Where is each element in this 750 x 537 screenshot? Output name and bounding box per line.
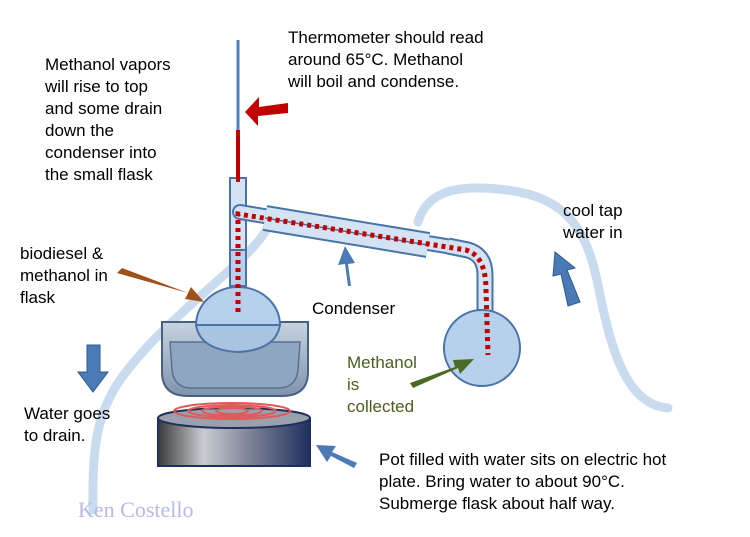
vapors-note: Methanol vapors will rise to top and som… xyxy=(45,55,171,184)
thermometer-note: Thermometer should read around 65°C. Met… xyxy=(288,28,484,91)
drain-arrow xyxy=(77,344,109,393)
author-credit: Ken Costello xyxy=(78,497,194,522)
water-drain-label: Water goes to drain. xyxy=(24,404,111,445)
pot-arrow xyxy=(316,445,357,468)
biodiesel-label: biodiesel & methanol in flask xyxy=(20,244,108,307)
cool-water-label: cool tap water in xyxy=(563,201,623,242)
flask-arrow xyxy=(117,268,204,302)
collected-arrow xyxy=(410,359,474,388)
receiving-flask xyxy=(443,309,521,387)
condenser-label: Condenser xyxy=(312,299,396,318)
thermometer-arrow xyxy=(245,97,288,126)
water-inlet-hose xyxy=(413,183,673,413)
pot-note: Pot filled with water sits on electric h… xyxy=(379,450,667,513)
cool-water-arrow xyxy=(552,251,581,307)
hot-plate xyxy=(157,402,311,467)
vapor-path xyxy=(235,211,491,356)
condenser-arrow xyxy=(338,246,355,286)
methanol-collected-label: Methanol is collected xyxy=(347,353,417,416)
heating-coil xyxy=(173,402,291,420)
